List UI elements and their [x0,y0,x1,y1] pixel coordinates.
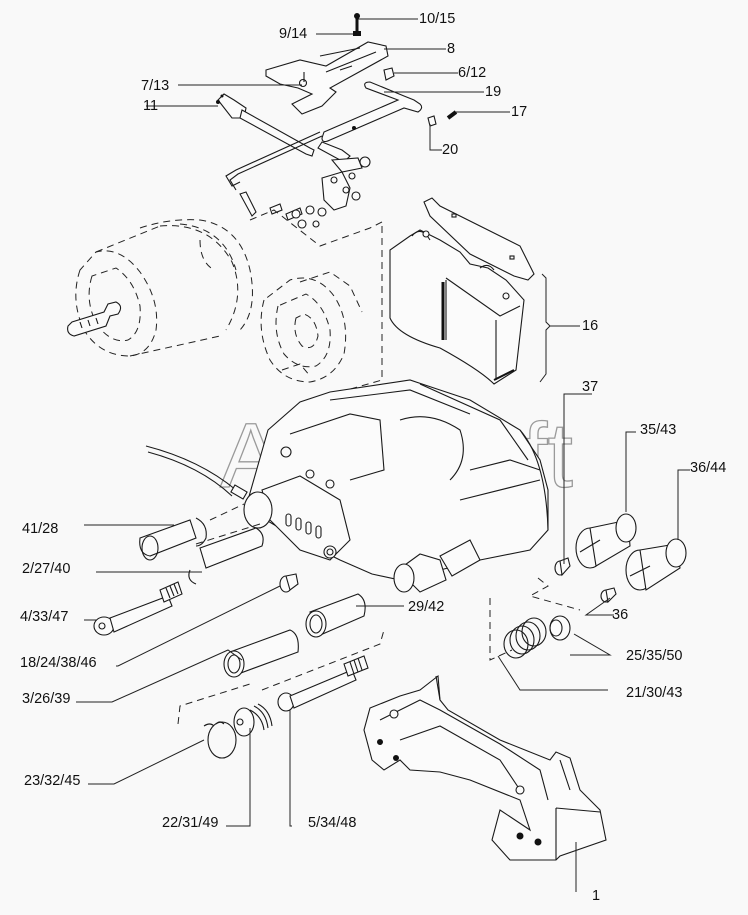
screw-part-10-15 [353,13,361,36]
bracket-plate [321,171,351,211]
callout-29-42: 29/42 [408,599,444,615]
boot-part-36-44 [625,538,687,591]
callout-11: 11 [143,98,158,114]
callout-37: 37 [582,379,598,395]
plug-part-18-24-38-46 [279,573,299,593]
caliper-carrier-part-1 [363,674,607,861]
clip-part-6-12 [383,67,395,81]
brake-pads-part-16 [389,197,580,385]
sleeve-part-3-26-39 [223,629,299,678]
callout-20: 20 [442,142,458,158]
left-exploded-parts [93,503,385,759]
callout-25-35-50: 25/35/50 [626,648,682,664]
plate-part-8 [265,41,389,115]
hook-pin [239,191,257,217]
callout-8: 8 [447,41,455,57]
sleeve-part-2-27-40 [199,527,264,569]
retaining-ring-part-23-32-45 [203,721,237,759]
boot-part-35-43 [575,513,637,569]
callout-36-44: 36/44 [690,460,726,476]
callout-17: 17 [511,104,527,120]
pin-part-37 [554,557,571,577]
callout-3-26-39: 3/26/39 [22,691,70,707]
right-exploded-parts [489,513,687,661]
nut-part-20 [427,115,437,127]
callout-18-24-38-46: 18/24/38/46 [20,655,97,671]
rod [225,131,321,187]
small-spring [269,203,283,215]
adjuster-linkage [216,13,458,229]
callout-22-31-49: 22/31/49 [162,815,218,831]
chamber-pushrod [67,301,122,337]
cap-part-25-35-50 [549,615,571,641]
callout-6-12: 6/12 [458,65,486,81]
callout-1: 1 [592,888,600,904]
callout-5-34-48: 5/34/48 [308,815,356,831]
bushing-part-29-42 [305,593,366,638]
lever-part-19 [321,81,423,143]
caliper-housing [145,379,549,593]
bolt-part-5-34-48 [277,655,369,712]
callout-23-32-45: 23/32/45 [24,773,80,789]
pin-part-36 [600,587,617,604]
callout-9-14: 9/14 [279,26,307,42]
boot-part-41-28 [139,519,197,557]
spring-part-21-30-43 [503,617,547,659]
callout-4-33-47: 4/33/47 [20,609,68,625]
callout-labels: 10/15 9/14 8 7/13 6/12 19 11 17 20 16 37… [20,11,726,904]
seal-part-22-31-49 [233,703,273,737]
callout-35-43: 35/43 [640,422,676,438]
callout-41-28: 41/28 [22,521,58,537]
adjuster-shaft-part-11 [216,93,371,173]
callout-21-30-43: 21/30/43 [626,685,682,701]
callout-16: 16 [582,318,598,334]
bolt-part-4-33-47 [93,581,183,636]
callout-10-15: 10/15 [419,11,455,27]
leader-lines [76,18,690,892]
callout-2-27-40: 2/27/40 [22,561,70,577]
brake-chamber-phantom [67,209,383,393]
spring-part-17 [446,110,458,120]
callout-7-13: 7/13 [141,78,169,94]
callout-19: 19 [485,84,501,100]
callout-36: 36 [612,607,628,623]
